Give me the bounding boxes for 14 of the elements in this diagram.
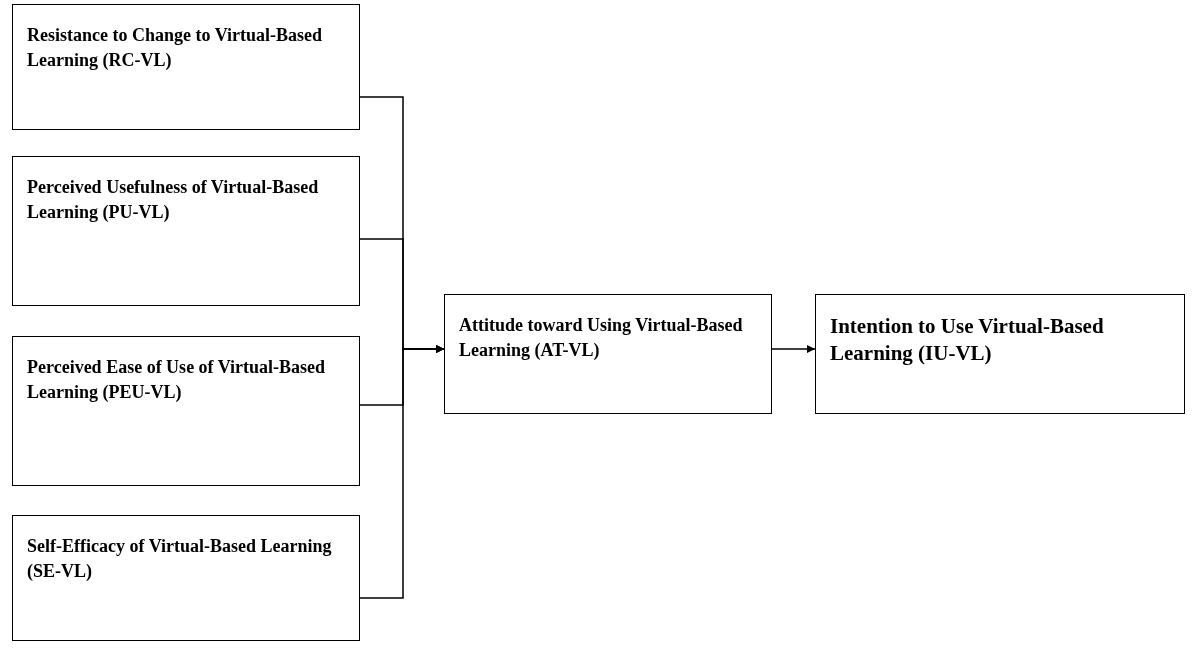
concept-box xyxy=(815,294,1185,414)
box-label: Attitude toward Using Virtual-Based Learning (AT-VL) xyxy=(459,314,744,362)
box-label: Perceived Ease of Use of Virtual-Based Learning (PEU-VL) xyxy=(27,356,327,404)
box-label: Intention to Use Virtual-Based Learning (IU-VL) xyxy=(830,313,1105,367)
concept-box xyxy=(12,336,360,486)
concept-box xyxy=(12,156,360,306)
concept-box xyxy=(444,294,772,414)
connector-arrow xyxy=(359,345,445,599)
concept-box xyxy=(12,515,360,641)
box-label: Resistance to Change to Virtual-Based Learning (RC-VL) xyxy=(27,24,323,72)
concept-box xyxy=(12,4,360,130)
box-label: Perceived Usefulness of Virtual-Based Learning (PU-VL) xyxy=(27,176,320,224)
box-label: Self-Efficacy of Virtual-Based Learning (SE-VL) xyxy=(27,535,333,583)
connector-arrow xyxy=(771,345,816,353)
